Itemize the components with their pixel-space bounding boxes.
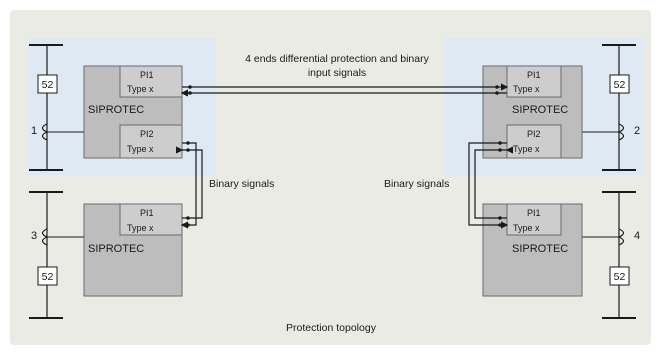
breaker-label: 52 (614, 271, 626, 283)
breaker-label: 52 (42, 79, 54, 91)
end-label: 4 (634, 230, 640, 242)
breaker-label: 52 (42, 271, 54, 283)
port-name: PI2 (140, 129, 154, 139)
port-type: Type x (127, 144, 154, 154)
port-type: Type x (513, 144, 540, 154)
port-name: PI2 (527, 129, 541, 139)
breaker-3: 52 (37, 266, 58, 286)
relay-3: PI1 Type x SIPROTEC (83, 203, 183, 297)
end-label: 1 (31, 125, 37, 137)
breaker-2: 52 (609, 74, 630, 94)
end-label: 3 (31, 230, 37, 242)
port-name: PI1 (140, 70, 154, 80)
differential-link-label-line1: 4 ends differential protection and binar… (245, 53, 429, 65)
port-name: PI1 (140, 208, 154, 218)
port-pi1 (119, 203, 183, 236)
diagram-caption: Protection topology (286, 322, 377, 334)
port-pi2 (119, 124, 183, 159)
port-type: Type x (127, 223, 154, 233)
port-name: PI1 (527, 208, 541, 218)
differential-link-label-line2: input signals (308, 67, 366, 79)
relay-1: PI1 Type x SIPROTEC PI2 Type x (83, 65, 183, 159)
binary-signals-label-right: Binary signals (384, 178, 449, 190)
port-pi1 (506, 203, 562, 236)
line-end-4: 4 (582, 191, 640, 319)
port-type: Type x (127, 84, 154, 94)
line-end-2: 2 (582, 44, 640, 171)
port-name: PI1 (527, 70, 541, 80)
port-pi1 (506, 65, 562, 98)
relay-name: SIPROTEC (88, 243, 144, 255)
breaker-4: 52 (609, 266, 630, 286)
binary-signals-label-left: Binary signals (209, 178, 274, 190)
breaker-label: 52 (614, 79, 626, 91)
breaker-1: 52 (37, 74, 58, 94)
binary-link-right (468, 141, 513, 229)
end-label: 2 (634, 125, 640, 137)
binary-link-left (176, 141, 203, 229)
port-pi1 (119, 65, 183, 98)
port-type: Type x (513, 223, 540, 233)
relay-name: SIPROTEC (512, 243, 568, 255)
relay-2: PI1 Type x SIPROTEC PI2 Type x (482, 65, 583, 159)
line-end-3: 3 (29, 191, 84, 319)
relay-4: PI1 Type x SIPROTEC (482, 203, 583, 297)
port-type: Type x (513, 84, 540, 94)
relay-name: SIPROTEC (88, 104, 144, 116)
relay-name: SIPROTEC (512, 104, 568, 116)
differential-link (180, 83, 509, 97)
port-pi2 (506, 124, 562, 159)
line-end-1: 1 (29, 44, 84, 171)
